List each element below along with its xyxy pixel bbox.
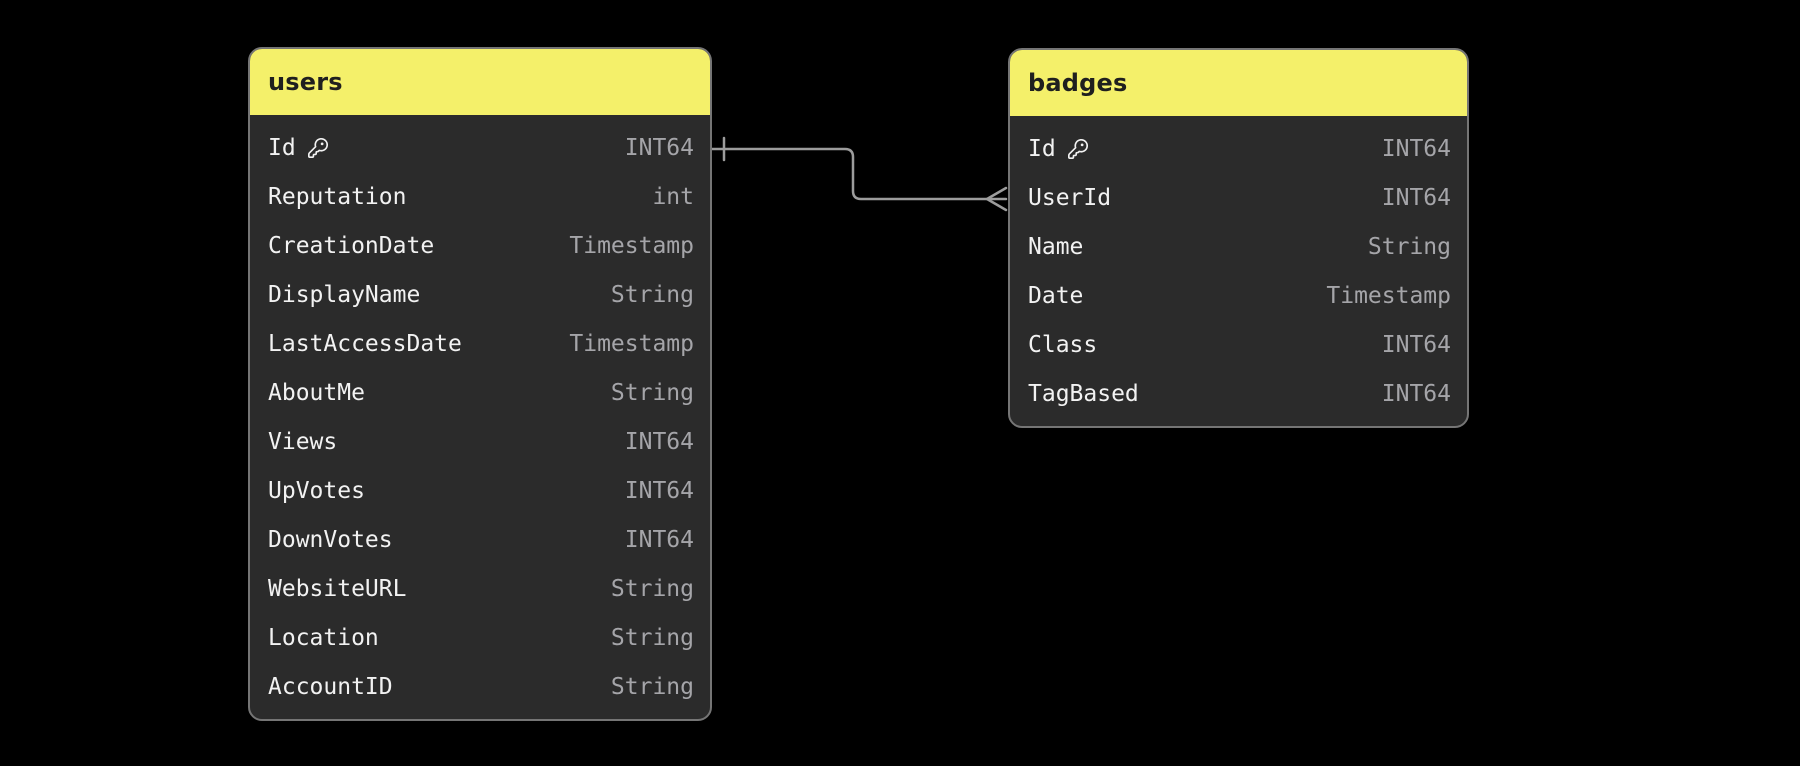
- table-title: badges: [1028, 69, 1128, 97]
- table-row-users-DisplayName[interactable]: DisplayName String: [250, 270, 710, 319]
- column-type: INT64: [624, 428, 694, 455]
- column-type: String: [610, 281, 694, 308]
- table-row-badges-Class[interactable]: Class INT64: [1010, 320, 1467, 369]
- column-name: DownVotes: [268, 526, 393, 553]
- column-type: String: [610, 624, 694, 651]
- table-row-users-Views[interactable]: Views INT64: [250, 417, 710, 466]
- column-name: UserId: [1028, 184, 1112, 211]
- column-name: Date: [1028, 282, 1084, 309]
- column-name: Reputation: [268, 183, 407, 210]
- column-type: Timestamp: [569, 232, 694, 259]
- column-type: INT64: [1381, 184, 1451, 211]
- table-row-users-LastAccessDate[interactable]: LastAccessDate Timestamp: [250, 319, 710, 368]
- table-row-users-Location[interactable]: Location String: [250, 613, 710, 662]
- column-type: INT64: [624, 477, 694, 504]
- column-type: INT64: [624, 134, 694, 161]
- column-name: AboutMe: [268, 379, 365, 406]
- table-row-badges-Id[interactable]: Id INT64: [1010, 124, 1467, 173]
- column-name: UpVotes: [268, 477, 365, 504]
- column-type: INT64: [1381, 380, 1451, 407]
- column-type: String: [610, 673, 694, 700]
- primary-key-icon: [307, 137, 328, 158]
- column-type: String: [610, 575, 694, 602]
- column-name: AccountID: [268, 673, 393, 700]
- table-row-users-Reputation[interactable]: Reputation int: [250, 172, 710, 221]
- primary-key-icon: [1067, 138, 1088, 159]
- relationship-connector-line[interactable]: [710, 147, 1008, 201]
- table-row-users-CreationDate[interactable]: CreationDate Timestamp: [250, 221, 710, 270]
- table-row-users-WebsiteURL[interactable]: WebsiteURL String: [250, 564, 710, 613]
- column-name: WebsiteURL: [268, 575, 407, 602]
- column-type: INT64: [1381, 135, 1451, 162]
- table-row-users-DownVotes[interactable]: DownVotes INT64: [250, 515, 710, 564]
- table-row-badges-Date[interactable]: Date Timestamp: [1010, 271, 1467, 320]
- table-row-badges-Name[interactable]: Name String: [1010, 222, 1467, 271]
- column-type: Timestamp: [1326, 282, 1451, 309]
- column-name: Id: [268, 135, 329, 161]
- table-users-header[interactable]: users: [250, 49, 710, 115]
- table-row-users-Id[interactable]: Id INT64: [250, 123, 710, 172]
- table-row-badges-TagBased[interactable]: TagBased INT64: [1010, 369, 1467, 418]
- column-name: Class: [1028, 331, 1098, 358]
- column-type: INT64: [1381, 331, 1451, 358]
- column-type: String: [1367, 233, 1451, 260]
- column-name: DisplayName: [268, 281, 421, 308]
- column-type: INT64: [624, 526, 694, 553]
- column-name: Name: [1028, 233, 1084, 260]
- table-row-users-AccountID[interactable]: AccountID String: [250, 662, 710, 711]
- column-name: Location: [268, 624, 379, 651]
- column-name: CreationDate: [268, 232, 435, 259]
- column-type: Timestamp: [569, 330, 694, 357]
- column-name: Id: [1028, 136, 1089, 162]
- column-type: String: [610, 379, 694, 406]
- table-title: users: [268, 68, 343, 96]
- table-row-users-UpVotes[interactable]: UpVotes INT64: [250, 466, 710, 515]
- table-badges-header[interactable]: badges: [1010, 50, 1467, 116]
- column-name: TagBased: [1028, 380, 1139, 407]
- column-name: LastAccessDate: [268, 330, 462, 357]
- column-name: Views: [268, 428, 338, 455]
- column-type: int: [652, 183, 694, 210]
- table-row-badges-UserId[interactable]: UserId INT64: [1010, 173, 1467, 222]
- table-row-users-AboutMe[interactable]: AboutMe String: [250, 368, 710, 417]
